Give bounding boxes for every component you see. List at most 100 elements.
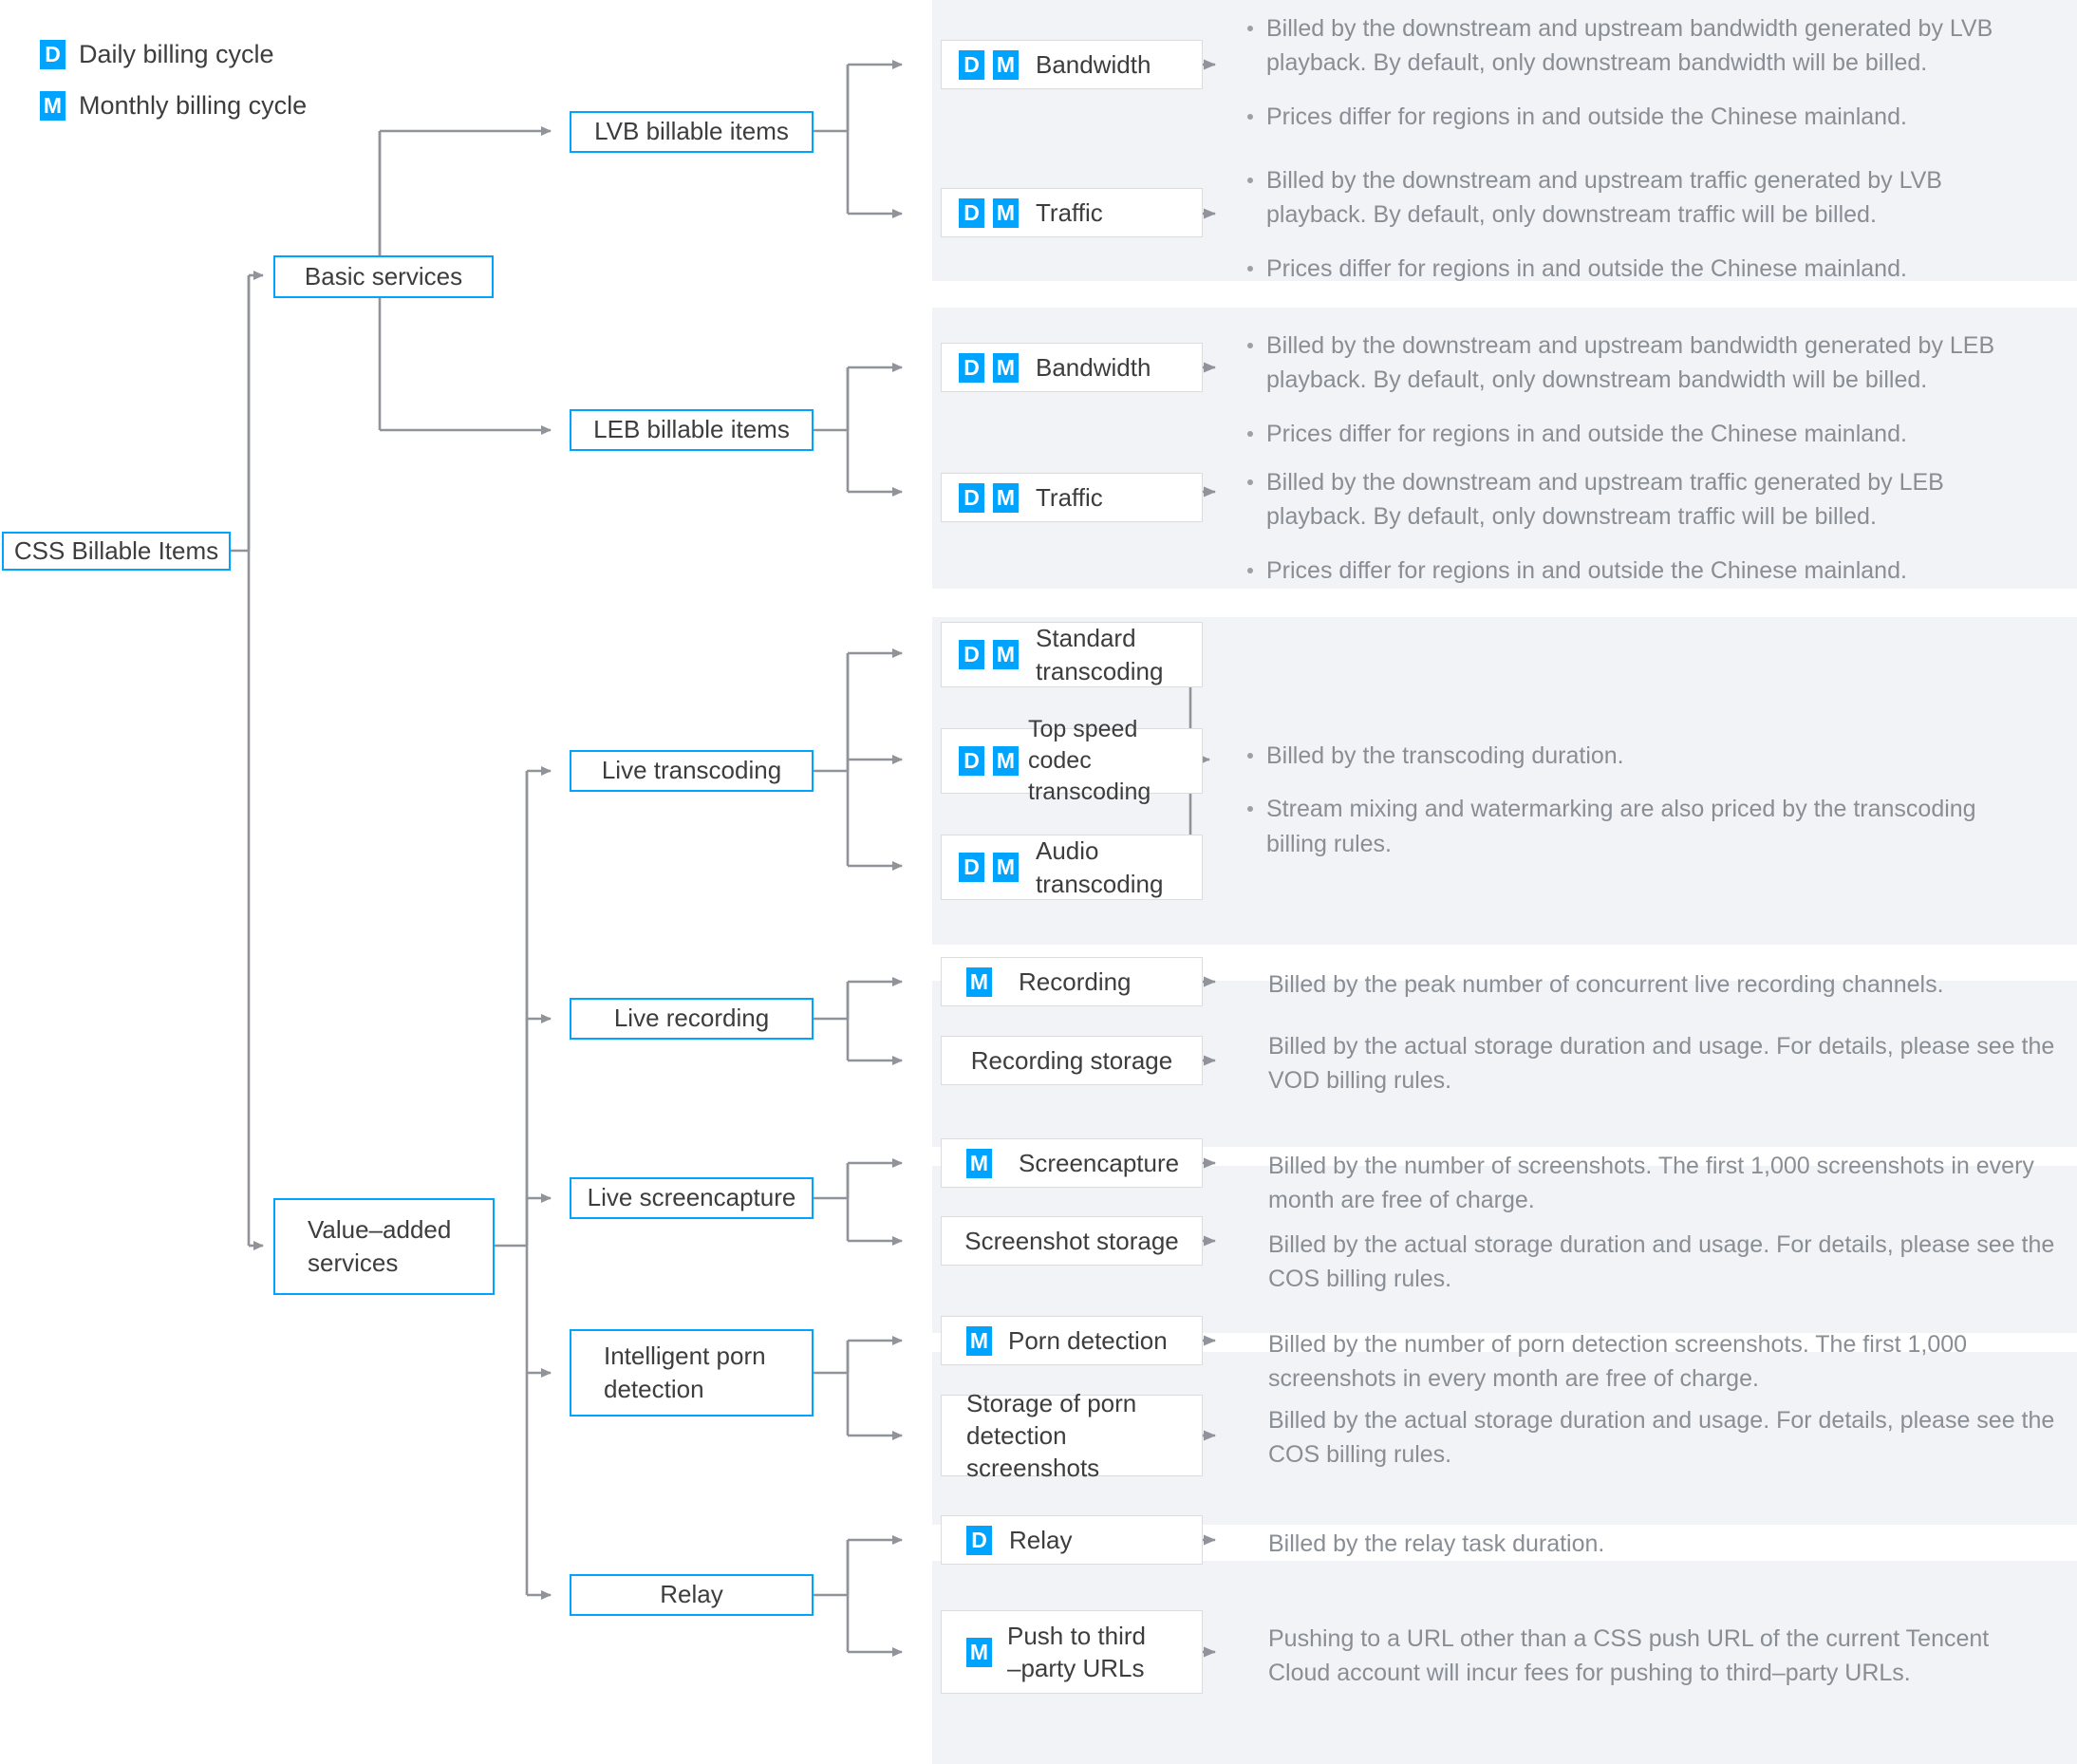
node-label: Live screencapture (587, 1183, 796, 1212)
desc-push-third-party: Pushing to a URL other than a CSS push U… (1268, 1622, 2047, 1691)
badge-group: M (966, 966, 992, 997)
badge-group: D M (959, 853, 1019, 882)
node-label: Value–added services (308, 1214, 452, 1277)
desc-bullet: Billed by the downstream and upstream ba… (1244, 328, 2041, 398)
node-intelligent-porn-detection[interactable]: Intelligent porn detection (570, 1329, 814, 1417)
item-porn-detection[interactable]: M Porn detection (941, 1316, 1203, 1365)
node-label: Relay (660, 1580, 723, 1609)
item-leb-traffic[interactable]: D M Traffic (941, 473, 1203, 522)
daily-badge-icon: D (959, 482, 984, 513)
desc-bullet: Billed by the downstream and upstream tr… (1244, 465, 2041, 535)
monthly-badge-icon: M (966, 1637, 992, 1667)
item-label: Top speed codec transcoding (1028, 716, 1151, 805)
desc-screenshot-storage: Billed by the actual storage duration an… (1268, 1228, 2056, 1297)
desc-porn-storage: Billed by the actual storage duration an… (1268, 1403, 2056, 1473)
desc-text: Pushing to a URL other than a CSS push U… (1268, 1625, 1990, 1687)
item-label: Relay (1009, 1525, 1073, 1554)
desc-text: Billed by the actual storage duration an… (1268, 1407, 2055, 1469)
item-label: Audio transcoding (1036, 836, 1164, 898)
desc-text: Billed by the number of porn detection s… (1268, 1331, 1968, 1393)
item-storage-of-porn-detection-screenshots[interactable]: Storage of porn detection screenshots (941, 1389, 1203, 1482)
node-label: Basic services (304, 261, 463, 291)
desc-relay: Billed by the relay task duration. (1268, 1527, 2056, 1561)
desc-leb-bandwidth: Billed by the downstream and upstream ba… (1244, 328, 2041, 451)
item-lvb-traffic[interactable]: D M Traffic (941, 188, 1203, 237)
daily-badge-icon: D (959, 49, 984, 80)
desc-text: Billed by the actual storage duration an… (1268, 1033, 2055, 1095)
monthly-badge-icon: M (966, 966, 992, 997)
item-recording-storage[interactable]: Recording storage (941, 1036, 1203, 1085)
node-css-billable-items[interactable]: CSS Billable Items (2, 532, 231, 571)
desc-text: Billed by the peak number of concurrent … (1268, 971, 1944, 998)
node-lvb-billable-items[interactable]: LVB billable items (570, 111, 814, 153)
legend-label-daily: Daily billing cycle (79, 40, 274, 68)
item-audio-transcoding[interactable]: D M Audio transcoding (941, 835, 1203, 900)
legend-label-monthly: Monthly billing cycle (79, 91, 308, 120)
monthly-badge-icon: M (966, 1325, 992, 1356)
monthly-badge-icon: M (993, 640, 1019, 669)
daily-badge-icon: D (959, 746, 984, 776)
desc-lvb-bandwidth: Billed by the downstream and upstream ba… (1244, 11, 2041, 134)
item-screencapture[interactable]: M Screencapture (941, 1138, 1203, 1188)
monthly-badge-icon: M (40, 91, 65, 121)
node-value-added-services[interactable]: Value–added services (273, 1198, 495, 1295)
daily-badge-icon: D (959, 640, 984, 669)
node-relay[interactable]: Relay (570, 1574, 814, 1616)
item-leb-bandwidth[interactable]: D M Bandwidth (941, 343, 1203, 392)
daily-badge-icon: D (959, 853, 984, 882)
node-live-screencapture[interactable]: Live screencapture (570, 1177, 814, 1219)
desc-bullet: Billed by the transcoding duration. (1244, 739, 2031, 773)
item-label: Storage of porn detection screenshots (966, 1388, 1137, 1483)
item-label: Traffic (1036, 197, 1103, 227)
badge-group: M (966, 1325, 992, 1356)
item-label: Bandwidth (1036, 352, 1151, 382)
monthly-badge-icon: M (993, 197, 1019, 228)
node-label: Intelligent porn detection (604, 1341, 766, 1403)
node-label: Live transcoding (601, 756, 782, 785)
item-lvb-bandwidth[interactable]: D M Bandwidth (941, 40, 1203, 89)
daily-badge-icon: D (40, 40, 65, 69)
monthly-badge-icon: M (993, 352, 1019, 383)
node-leb-billable-items[interactable]: LEB billable items (570, 409, 814, 451)
monthly-badge-icon: M (993, 853, 1019, 882)
monthly-badge-icon: M (966, 1148, 992, 1178)
desc-text: Billed by the number of screenshots. The… (1268, 1153, 2034, 1214)
desc-recording-storage: Billed by the actual storage duration an… (1268, 1029, 2056, 1098)
badge-group: D (966, 1525, 992, 1555)
desc-leb-traffic: Billed by the downstream and upstream tr… (1244, 465, 2041, 588)
daily-badge-icon: D (959, 352, 984, 383)
item-label: Standard transcoding (1036, 624, 1164, 685)
badge-group: M (966, 1148, 992, 1178)
item-label: Porn detection (1008, 1325, 1168, 1355)
desc-bullet: Billed by the downstream and upstream tr… (1244, 163, 2041, 233)
desc-porn-detection: Billed by the number of porn detection s… (1268, 1327, 2047, 1397)
badge-group: D M (959, 746, 1019, 776)
monthly-badge-icon: M (993, 482, 1019, 513)
desc-recording: Billed by the peak number of concurrent … (1268, 967, 2056, 1002)
item-recording[interactable]: M Recording (941, 957, 1203, 1006)
badge-group: D M (959, 482, 1019, 513)
item-push-to-third-party-urls[interactable]: M Push to third –party URLs (941, 1610, 1203, 1694)
desc-screencapture: Billed by the number of screenshots. The… (1268, 1149, 2047, 1218)
node-label: CSS Billable Items (13, 535, 219, 565)
daily-badge-icon: D (959, 197, 984, 228)
item-relay[interactable]: D Relay (941, 1515, 1203, 1565)
monthly-badge-icon: M (993, 746, 1019, 776)
node-label: LEB billable items (593, 415, 790, 444)
desc-transcoding: Billed by the transcoding duration. Stre… (1244, 739, 2031, 861)
node-basic-services[interactable]: Basic services (273, 255, 494, 298)
item-top-speed-codec-transcoding[interactable]: D M Top speed codec transcoding (941, 716, 1203, 805)
item-label: Recording storage (970, 1045, 1173, 1075)
legend-item-daily: D Daily billing cycle (40, 40, 274, 69)
badge-group: D M (959, 640, 1019, 669)
node-live-recording[interactable]: Live recording (570, 998, 814, 1040)
item-screenshot-storage[interactable]: Screenshot storage (941, 1216, 1203, 1266)
item-label: Bandwidth (1036, 49, 1151, 79)
badge-group: M (966, 1637, 992, 1667)
item-label: Push to third –party URLs (1007, 1621, 1146, 1682)
item-standard-transcoding[interactable]: D M Standard transcoding (941, 622, 1203, 687)
node-label: Live recording (613, 1004, 770, 1033)
legend: D Daily billing cycle M Monthly billing … (0, 0, 475, 133)
node-live-transcoding[interactable]: Live transcoding (570, 750, 814, 792)
